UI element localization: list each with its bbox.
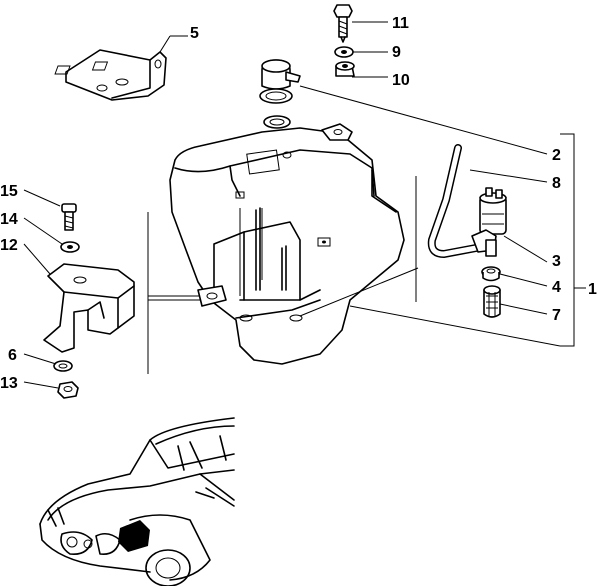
part-15-bolt <box>61 203 77 231</box>
washer-tank <box>169 123 405 365</box>
callout-14: 14 <box>0 211 18 228</box>
part-7-filter <box>483 285 501 318</box>
part-8-hose <box>427 144 480 259</box>
callout-1: 1 <box>588 281 597 298</box>
leader-lines <box>23 85 586 389</box>
part-3-washer-pump <box>471 187 507 257</box>
callout-10: 10 <box>392 72 410 89</box>
part-5-bracket-plate <box>54 35 188 101</box>
part-12-support-bracket <box>43 263 135 353</box>
part-10-nut <box>335 61 388 78</box>
callout-6: 6 <box>8 347 17 364</box>
callout-13: 13 <box>0 375 18 392</box>
callout-2: 2 <box>552 147 561 164</box>
callout-9: 9 <box>392 44 401 61</box>
part-14-washer <box>60 241 80 253</box>
callout-15: 15 <box>0 183 18 200</box>
part-2-filler-cap <box>259 59 301 129</box>
tank-location-highlight <box>118 520 150 552</box>
assembly-guide-lines <box>147 176 419 374</box>
part-6-nut <box>53 360 73 372</box>
callout-3: 3 <box>552 253 561 270</box>
callout-7: 7 <box>552 307 561 324</box>
callout-labels: 5 11 9 10 2 8 3 4 7 1 15 14 12 6 13 <box>0 15 597 392</box>
part-13-nut <box>57 381 79 399</box>
callout-8: 8 <box>552 175 561 192</box>
part-4-grommet <box>481 266 501 282</box>
part-9-washer <box>334 46 388 58</box>
callout-11: 11 <box>392 15 409 32</box>
callout-5: 5 <box>190 25 199 42</box>
callout-12: 12 <box>0 237 18 254</box>
callout-4: 4 <box>552 279 561 296</box>
vehicle-location-illustration <box>39 417 235 586</box>
part-11-bolt <box>333 4 388 43</box>
